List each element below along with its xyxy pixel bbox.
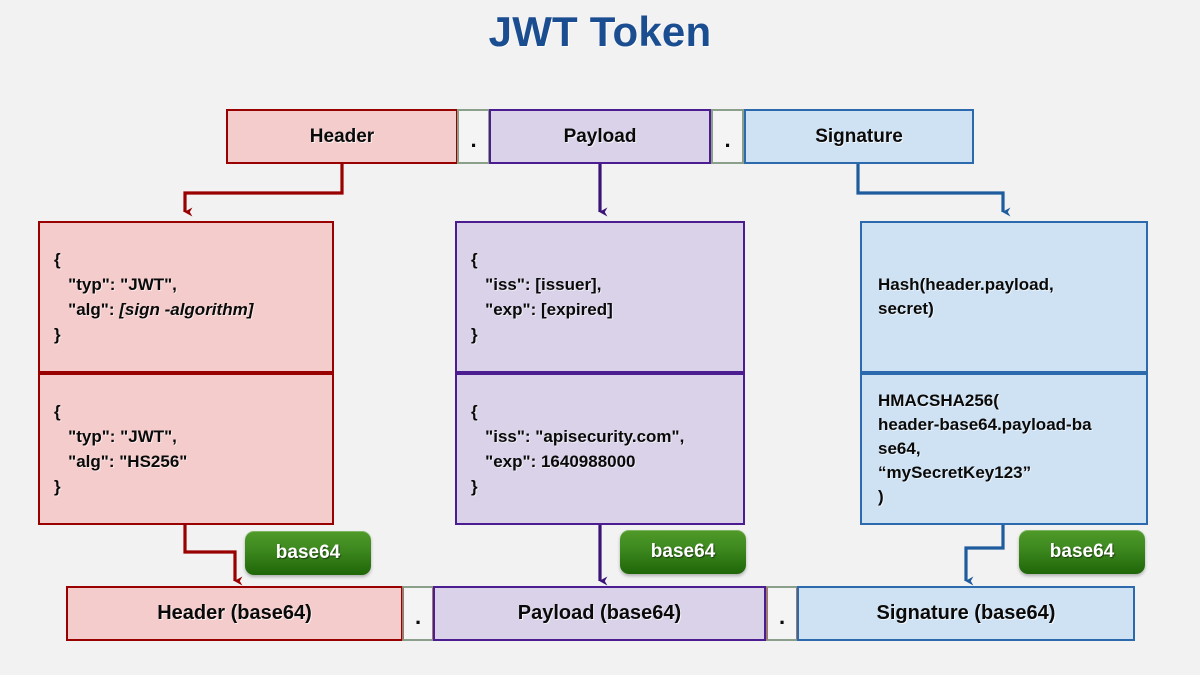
encoded-part-payload[interactable]: Payload (base64): [433, 586, 766, 641]
header-template-alg-value: [sign -algorithm]: [119, 300, 254, 319]
payload-template-line-3: "exp": [expired]: [471, 300, 613, 319]
token-separator-2: .: [711, 109, 744, 164]
dot-glyph: .: [778, 603, 786, 629]
payload-template-box: { "iss": [issuer], "exp": [expired] }: [455, 221, 745, 373]
payload-example-line-2: "iss": "apisecurity.com",: [471, 427, 685, 446]
header-template-box: { "typ": "JWT", "alg": [sign -algorithm]…: [38, 221, 334, 373]
signature-template-line-1: Hash(header.payload,: [878, 275, 1054, 294]
dot-glyph: .: [414, 603, 422, 629]
badge-base64-signature[interactable]: base64: [1019, 530, 1145, 574]
payload-example-line-1: {: [471, 402, 478, 421]
token-part-payload[interactable]: Payload: [489, 109, 711, 164]
header-example-line-1: {: [54, 402, 61, 421]
header-template-line-3: "alg": [sign -algorithm]: [54, 297, 318, 322]
badge-base64-header-label: base64: [275, 542, 341, 563]
encoded-part-signature-label: Signature (base64): [876, 602, 1056, 624]
payload-template-line-4: }: [471, 325, 478, 344]
signature-example-line-3: se64,: [878, 439, 921, 458]
token-part-signature-label: Signature: [815, 125, 903, 147]
encoded-part-header[interactable]: Header (base64): [66, 586, 403, 641]
token-part-payload-label: Payload: [563, 125, 637, 147]
token-part-signature[interactable]: Signature: [744, 109, 974, 164]
signature-template-box: Hash(header.payload, secret): [860, 221, 1148, 373]
badge-base64-signature-label: base64: [1049, 541, 1115, 562]
token-part-header-label: Header: [309, 125, 375, 147]
payload-example-line-4: }: [471, 477, 478, 496]
badge-base64-header[interactable]: base64: [245, 531, 371, 575]
token-part-header[interactable]: Header: [226, 109, 458, 164]
page-title: JWT Token: [488, 8, 712, 55]
header-example-box: { "typ": "JWT", "alg": "HS256" }: [38, 373, 334, 525]
payload-template-line-2: "iss": [issuer],: [471, 275, 602, 294]
dot-glyph: .: [470, 126, 477, 152]
signature-example-line-2: header-base64.payload-ba: [878, 415, 1092, 434]
encoded-part-header-label: Header (base64): [157, 602, 312, 624]
header-template-line-4: }: [54, 325, 61, 344]
payload-template-line-1: {: [471, 250, 478, 269]
header-template-alg-key: "alg":: [54, 300, 120, 319]
payload-example-box: { "iss": "apisecurity.com", "exp": 16409…: [455, 373, 745, 525]
signature-example-box: HMACSHA256( header-base64.payload-ba se6…: [860, 373, 1148, 525]
encoded-separator-1: .: [402, 586, 434, 641]
encoded-separator-2: .: [766, 586, 798, 641]
encoded-part-payload-label: Payload (base64): [517, 602, 682, 624]
header-example-line-3: "alg": "HS256": [54, 452, 188, 471]
header-template-line-1: {: [54, 250, 61, 269]
encoded-part-signature[interactable]: Signature (base64): [797, 586, 1135, 641]
signature-template-line-2: secret): [878, 299, 934, 318]
badge-base64-payload-label: base64: [650, 541, 716, 562]
signature-example-line-4: “mySecretKey123”: [878, 463, 1032, 482]
dot-glyph: .: [724, 126, 731, 152]
token-separator-1: .: [457, 109, 490, 164]
signature-example-line-1: HMACSHA256(: [878, 391, 999, 410]
badge-base64-payload[interactable]: base64: [620, 530, 746, 574]
header-example-line-2: "typ": "JWT",: [54, 427, 177, 446]
header-template-line-2: "typ": "JWT",: [54, 275, 177, 294]
signature-example-line-5: ): [878, 487, 884, 506]
payload-example-line-3: "exp": 1640988000: [471, 452, 636, 471]
header-example-line-4: }: [54, 477, 61, 496]
